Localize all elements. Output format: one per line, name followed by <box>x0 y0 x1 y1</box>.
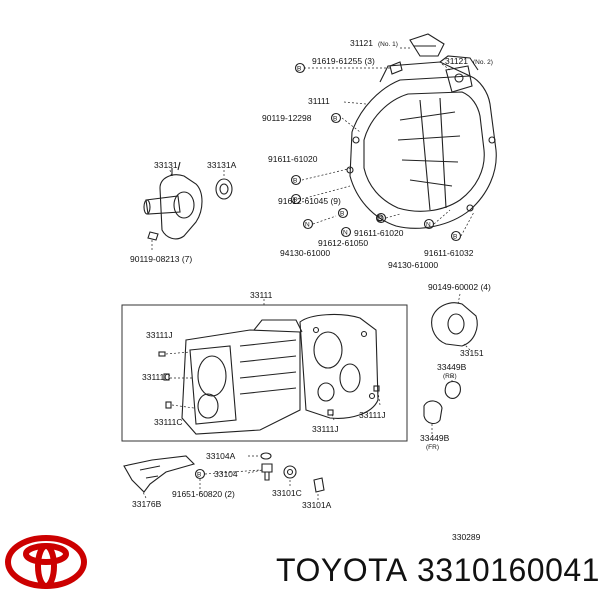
part-labels: 31121 (No. 1) 31121 (No. 2) 91619-61255 … <box>130 38 493 542</box>
upper-fastener-markers: B B B B N B B N B N <box>290 62 462 242</box>
label-91611-61020-a: 91611-61020 <box>268 154 318 164</box>
label-31121-no1: 31121 <box>350 38 373 48</box>
label-91611-61020-b: 91611-61020 <box>354 228 404 238</box>
label-33449B-rr: 33449B <box>437 362 467 372</box>
extension-housing-illustration <box>423 302 478 425</box>
svg-text:N: N <box>305 222 310 229</box>
label-94130-61000-b: 94130-61000 <box>388 260 438 270</box>
upper-leader-lines <box>301 47 475 237</box>
label-91612-61045: 91612-61045 (9) <box>278 196 341 206</box>
label-33131: 33131 <box>154 160 178 170</box>
toyota-logo <box>5 535 87 589</box>
label-33151: 33151 <box>460 348 484 358</box>
label-33104A: 33104A <box>206 451 236 461</box>
svg-text:B: B <box>293 197 297 204</box>
svg-text:B: B <box>333 116 337 123</box>
front-retainer-illustration <box>143 161 233 241</box>
svg-text:N: N <box>343 230 348 237</box>
svg-text:B: B <box>197 472 201 479</box>
label-33101C: 33101C <box>272 488 302 498</box>
lower-parts-illustration: B <box>123 452 325 500</box>
label-33111C-a: 33111C <box>142 372 171 382</box>
case-leader-lines <box>165 351 381 421</box>
label-33449B-rr-note: (RR) <box>443 373 457 380</box>
label-91619-61255: 91619-61255 (3) <box>312 56 375 66</box>
drawing-number: 330289 <box>452 532 481 542</box>
label-31111: 31111 <box>308 96 330 106</box>
label-33111: 33111 <box>250 290 273 300</box>
label-31121-no2-note: (No. 2) <box>473 59 493 66</box>
svg-text:B: B <box>293 178 297 185</box>
svg-text:B: B <box>297 66 301 73</box>
brand-name: TOYOTA <box>276 552 408 588</box>
case-assembly-frame <box>121 304 408 442</box>
svg-text:N: N <box>426 222 431 229</box>
label-33111J-c: 33111J <box>359 410 386 420</box>
right-leader-lines <box>431 293 471 434</box>
label-33449B-fr: 33449B <box>420 433 450 443</box>
label-33101A: 33101A <box>302 500 332 510</box>
label-33104: 33104 <box>214 469 238 479</box>
front-leader-lines <box>151 169 225 250</box>
label-33111C-b: 33111C <box>154 417 183 427</box>
svg-text:B: B <box>340 211 344 218</box>
label-91651-60820: 91651-60820 (2) <box>172 489 235 499</box>
label-91611-61032: 91611-61032 <box>424 248 474 258</box>
brand-caption: TOYOTA 3310160041 <box>276 552 600 589</box>
label-91612-61050: 91612-61050 <box>318 238 368 248</box>
part-number: 3310160041 <box>417 552 600 588</box>
label-94130-61000-a: 94130-61000 <box>280 248 330 258</box>
label-90119-08213: 90119-08213 (7) <box>130 254 192 264</box>
label-33131A: 33131A <box>207 160 237 170</box>
label-31121-no2: 31121 <box>445 56 468 66</box>
label-90119-12298: 90119-12298 <box>262 113 312 123</box>
svg-text:B: B <box>378 216 382 223</box>
label-33449B-fr-note: (FR) <box>426 444 439 451</box>
label-90149-60002: 90149-60002 (4) <box>428 282 491 292</box>
label-33176B: 33176B <box>132 499 162 509</box>
svg-text:B: B <box>453 234 457 241</box>
transmission-case-illustration <box>158 313 380 435</box>
label-33111J-a: 33111J <box>146 330 173 340</box>
label-33111J-b: 33111J <box>312 424 339 434</box>
label-31121-no1-note: (No. 1) <box>378 41 398 48</box>
